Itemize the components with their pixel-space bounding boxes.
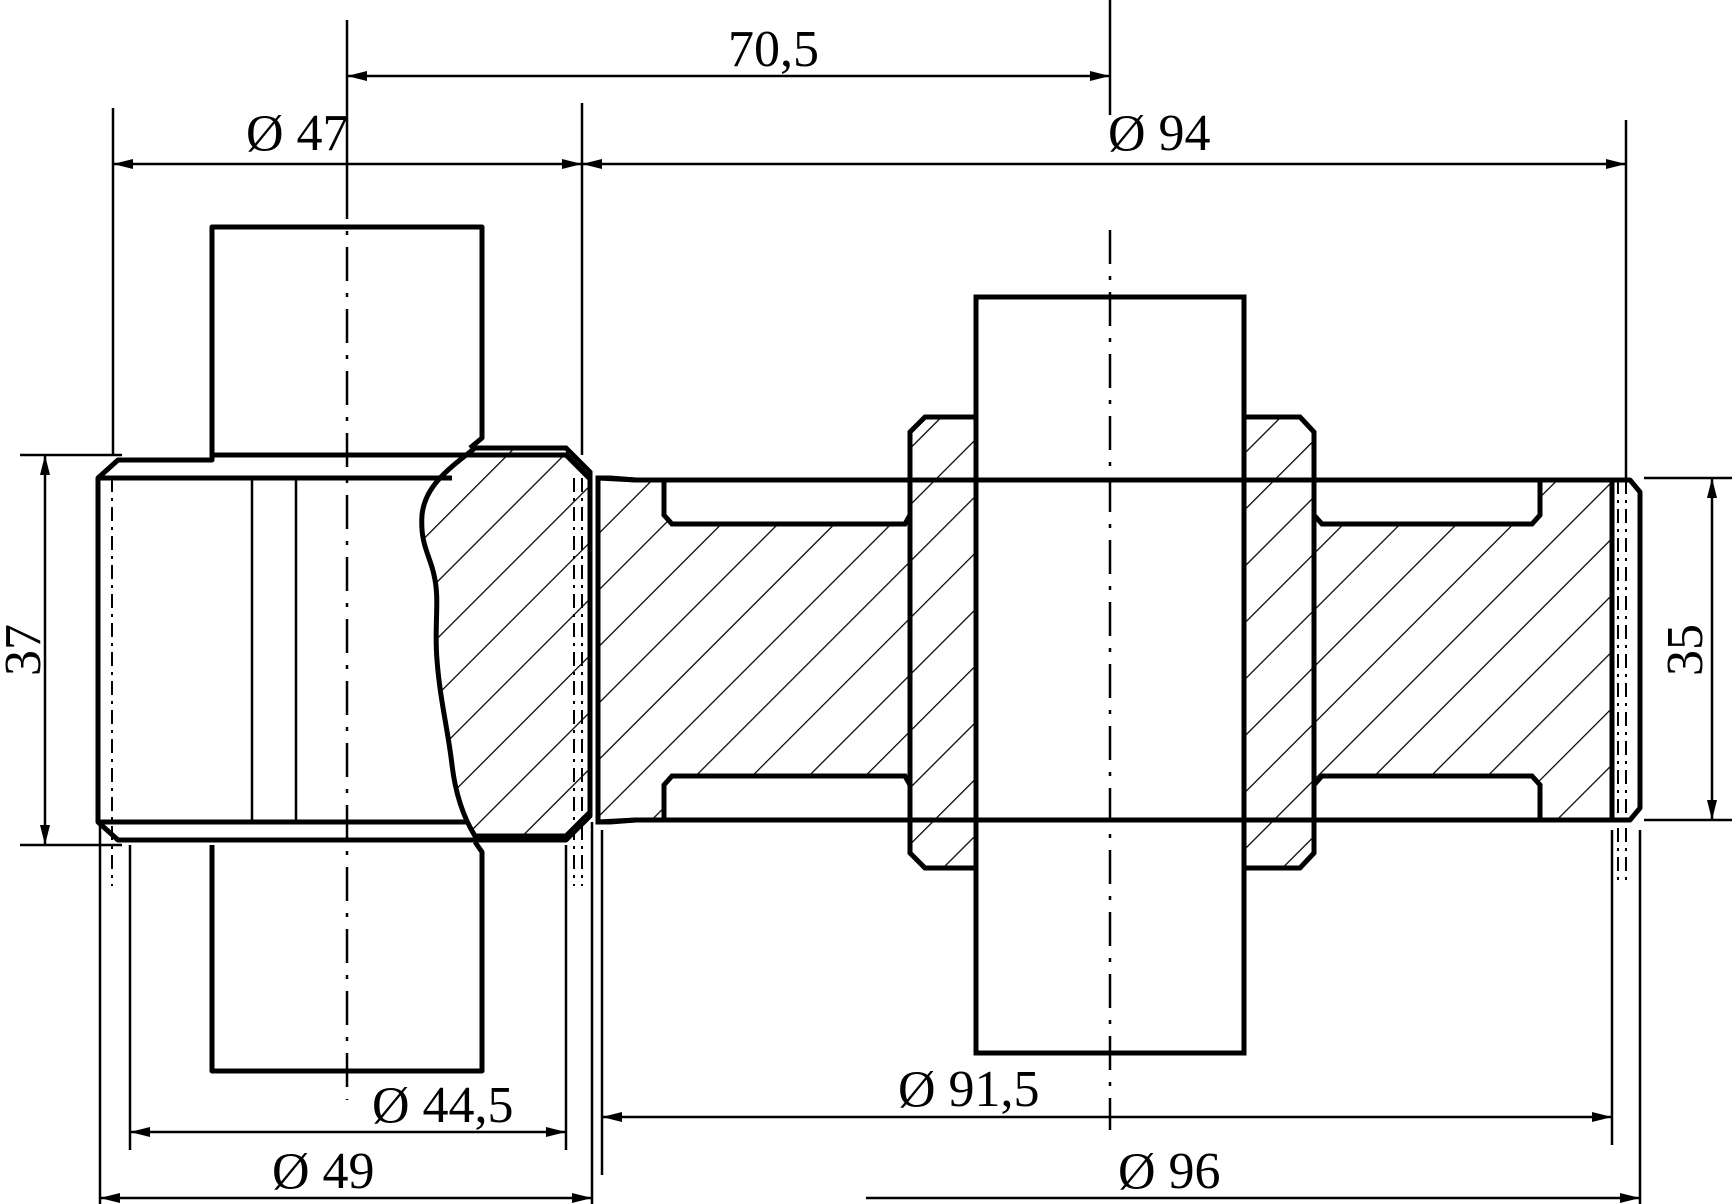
label-d49: Ø 49 bbox=[272, 1143, 375, 1200]
shaft-outline bbox=[597, 475, 1615, 825]
groove-bottom-left bbox=[661, 773, 913, 823]
right-collar bbox=[1241, 414, 1317, 871]
left-part bbox=[95, 224, 593, 1074]
pin-bottom bbox=[209, 840, 485, 1074]
left-collar bbox=[907, 414, 979, 871]
groove-top-right bbox=[1311, 477, 1543, 527]
label-d44-5: Ø 44,5 bbox=[372, 1077, 514, 1134]
groove-top-left bbox=[661, 477, 913, 527]
label-35: 35 bbox=[1657, 624, 1714, 676]
groove-bottom-right bbox=[1311, 773, 1543, 823]
label-d91-5: Ø 91,5 bbox=[898, 1061, 1040, 1118]
dimension-lines bbox=[40, 71, 1717, 1203]
label-37: 37 bbox=[0, 624, 52, 676]
left-body bbox=[95, 452, 593, 843]
label-70-5: 70,5 bbox=[728, 21, 819, 78]
dimension-labels: 70,5 Ø 47 Ø 94 37 35 Ø 44,5 Ø 91,5 Ø 49 … bbox=[0, 21, 1714, 1200]
label-d47: Ø 47 bbox=[246, 105, 349, 162]
left-hatched-section bbox=[419, 445, 593, 839]
label-d94: Ø 94 bbox=[1108, 105, 1211, 162]
pin-top bbox=[209, 224, 485, 455]
label-d96: Ø 96 bbox=[1118, 1143, 1221, 1200]
